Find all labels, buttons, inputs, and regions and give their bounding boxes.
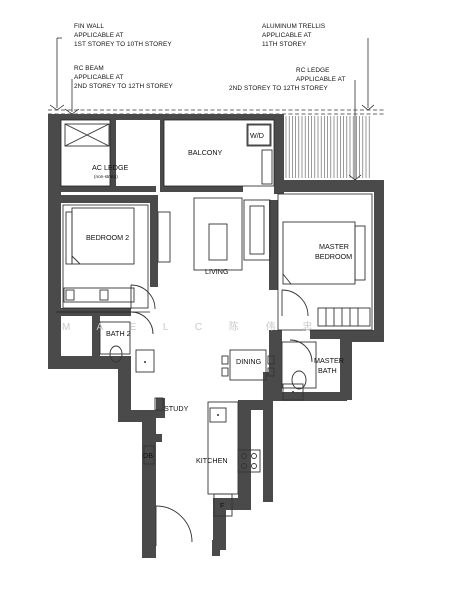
annotation-aluminum-trellis: ALUMINUM TRELLIS APPLICABLE AT 11TH STOR… (262, 23, 325, 48)
annotation-rc-beam: RC BEAM APPLICABLE AT 2ND STOREY TO 12TH… (74, 65, 174, 90)
kitchen-counter (207, 401, 239, 495)
study-label: STUDY (164, 404, 189, 413)
ac-ledge-label: AC LEDGE (92, 163, 129, 172)
watermark: M A E L C 陈 伟 忠 (62, 320, 324, 333)
master-bath-label-1: MASTER (314, 356, 344, 365)
wardrobe-2 (63, 287, 135, 303)
rc-ledge-line3: 2ND STOREY TO 12TH STOREY (229, 85, 329, 92)
fin-wall-line2: APPLICABLE AT (74, 32, 124, 39)
trellis-line3: 11TH STOREY (262, 41, 307, 48)
trellis-line1: ALUMINUM TRELLIS (262, 23, 325, 30)
coffee-table (208, 223, 228, 261)
dining-label: DINING (236, 357, 262, 366)
kitchen-sink (209, 407, 227, 423)
living-label: LIVING (205, 267, 229, 276)
db-box (143, 445, 155, 465)
basin-2 (135, 349, 155, 373)
beam-dashed-lines (48, 109, 385, 115)
bedroom-2-label: BEDROOM 2 (86, 233, 129, 242)
trellis-line2: APPLICABLE AT (262, 32, 312, 39)
kitchen-label: KITCHEN (196, 456, 228, 465)
fin-wall-line3: 1ST STOREY TO 10TH STOREY (74, 41, 172, 48)
dining-table (229, 349, 267, 381)
master-basin (282, 383, 304, 401)
master-toilet (291, 370, 307, 390)
toilet-2 (109, 345, 123, 363)
master-wardrobe (317, 307, 371, 327)
walls (48, 114, 384, 558)
db-label: DB (143, 451, 153, 460)
master-bedroom-label-2: BEDROOM (315, 252, 352, 261)
master-bedroom-label-1: MASTER (319, 242, 349, 251)
tv-console (243, 199, 271, 261)
study-desk (154, 397, 164, 411)
ac-ledge-note: (non-strata) (94, 174, 118, 179)
rc-ledge-line2: APPLICABLE AT (296, 76, 346, 83)
furniture (63, 123, 371, 546)
rc-ledge-line1: RC LEDGE (296, 67, 329, 74)
desk (157, 211, 171, 263)
balcony-label: BALCONY (188, 148, 223, 157)
wd-label: W/D (250, 131, 264, 140)
bath-2-label: BATH 2 (106, 329, 131, 338)
fridge-label: F (220, 501, 225, 510)
annotation-fin-wall: FIN WALL APPLICABLE AT 1ST STOREY TO 10T… (74, 23, 172, 48)
hob (237, 449, 261, 473)
fin-wall-line1: FIN WALL (74, 23, 104, 30)
annotation-rc-ledge: RC LEDGE APPLICABLE AT 2ND STOREY TO 12T… (229, 67, 346, 92)
rc-beam-line1: RC BEAM (74, 65, 104, 72)
rc-beam-line2: APPLICABLE AT (74, 74, 124, 81)
fridge-box (213, 493, 233, 517)
room-labels: AC LEDGE (non-strata) BALCONY W/D BEDROO… (86, 131, 352, 510)
master-bath-label-2: BATH (318, 366, 337, 375)
rc-beam-line3: 2ND STOREY TO 12TH STOREY (74, 83, 174, 90)
trellis-hatch (285, 116, 370, 178)
sofa (193, 197, 243, 271)
annotation-leaders (49, 37, 375, 181)
ac-unit (64, 123, 110, 147)
washer-dryer (247, 124, 271, 146)
